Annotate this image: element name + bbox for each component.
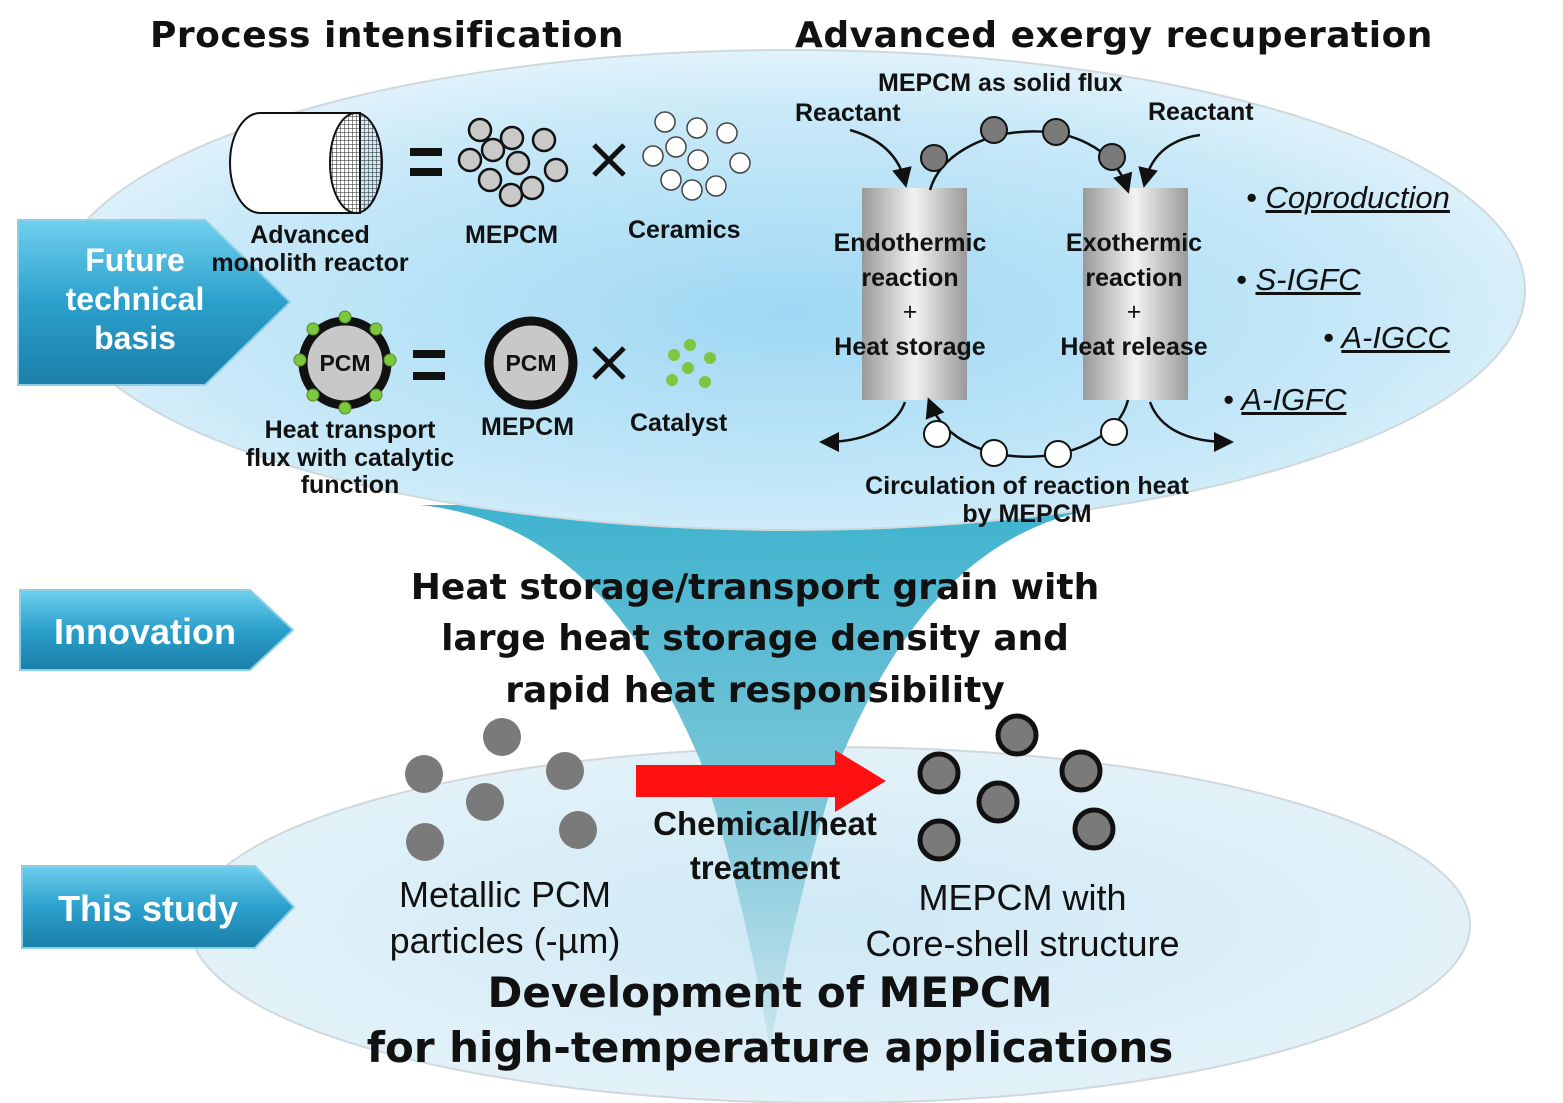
application-a-igcc: • A-IGCC: [1323, 320, 1450, 355]
exothermic-reactor: [1083, 188, 1188, 400]
times-icon: [592, 143, 626, 380]
solid-flux-label: MEPCM as solid flux: [878, 69, 1123, 97]
process-intensification-heading: Process intensification: [150, 15, 625, 56]
metallic-pcm-particles: [405, 718, 597, 861]
endothermic-reactor: [862, 188, 967, 400]
application-a-igfc: • A-IGFC: [1223, 382, 1347, 417]
ceramics-cluster-icon: [642, 111, 751, 201]
product-right-arrow: [1148, 401, 1234, 452]
tab-this-study: This study: [57, 888, 239, 929]
mepcm-label-2: MEPCM: [481, 413, 575, 441]
reactant-right-arrow: [1138, 133, 1201, 188]
monolith-reactor-icon: [229, 112, 383, 214]
mepcm-cluster-icon: [457, 117, 569, 208]
equals-icon: [410, 148, 445, 380]
product-left-arrow: [819, 401, 907, 452]
mepcm-label: MEPCM: [465, 221, 559, 249]
reactant-left-arrow: [849, 128, 912, 188]
catalyst-dots-icon: [666, 339, 716, 388]
ceramics-label: Ceramics: [628, 216, 741, 244]
application-coproduction: • Coproduction: [1246, 180, 1450, 215]
reactant-left-label: Reactant: [795, 99, 901, 127]
reactant-right-label: Reactant: [1148, 98, 1254, 126]
pcm-core-text: PCM: [319, 350, 371, 376]
catalyst-label: Catalyst: [630, 409, 728, 437]
mepcm-single-icon: [484, 316, 578, 410]
tab-study-shape: [21, 865, 296, 949]
mepcm-core-shell-particles: [917, 713, 1116, 862]
tab-innovation: Innovation: [54, 611, 236, 652]
tab-future-shape: [17, 219, 292, 386]
pcm-flux-icon: [293, 310, 397, 415]
exergy-recuperation-heading: Advanced exergy recuperation: [795, 15, 1433, 56]
application-s-igfc: • S-IGFC: [1236, 262, 1361, 297]
tab-innovation-shape: [19, 589, 295, 671]
solid-flux-particles: [920, 116, 1126, 172]
heat-circulation-particles: [923, 418, 1128, 468]
treatment-arrow: [636, 750, 886, 812]
mepcm-core-text: PCM: [505, 350, 557, 376]
